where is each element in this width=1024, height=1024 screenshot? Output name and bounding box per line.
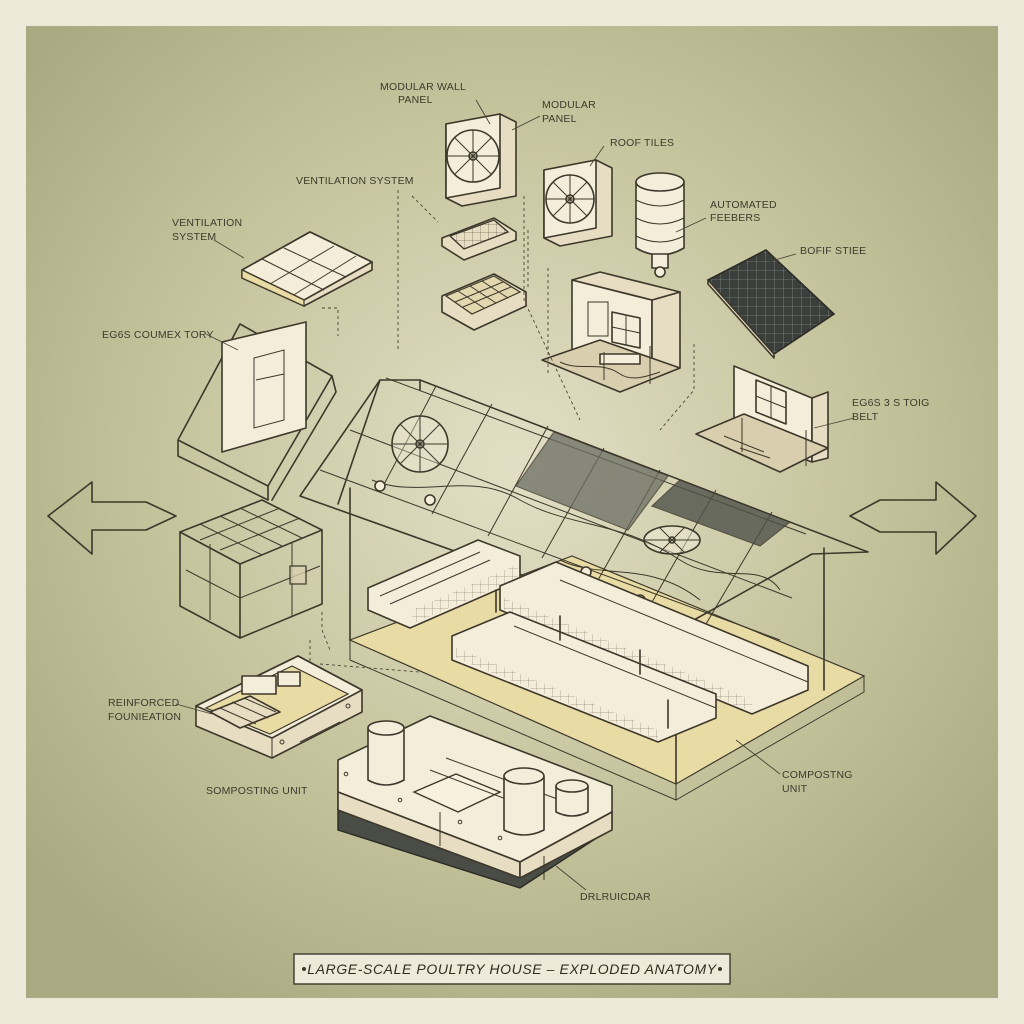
label-egg-belt-2: BELT [852,411,879,423]
label-modular-panel-1: MODULAR [542,99,596,111]
modular-panel-fan [543,159,613,247]
label-egg-collector: EG6S COUMEX TORY [102,329,214,341]
solar-panel-icon [706,249,836,359]
poultry-house-structure [299,377,869,801]
label-reinforced-foundation-1: REINFORCED [108,697,180,709]
composting-unit [337,715,613,889]
label-modular-panel-2: PANEL [542,113,577,125]
gable-end-panel [177,321,337,501]
left-arrow-icon [47,481,177,555]
title-box: LARGE-SCALE POULTRY HOUSE – EXPLODED ANA… [293,953,731,985]
label-reinforced-foundation-2: FOUNIEATION [108,711,181,723]
ventilation-system-tile [241,231,373,307]
label-ventilation-system-top: VENTILATION SYSTEM [296,175,414,187]
leader-lines [175,99,855,891]
modular-wall-panel-fan [445,113,517,207]
label-roof-tiles: ROOF TILES [610,137,674,149]
label-automated-feeders-1: AUTOMATED [710,199,777,211]
fan-icon [391,415,449,473]
automated-feeder [635,172,685,278]
open-tray [441,273,527,331]
label-composting-unit-left: SOMPOSTING UNIT [206,785,308,797]
label-egg-belt-1: EG6S 3 S TOIG [852,397,930,409]
page-title: LARGE-SCALE POULTRY HOUSE – EXPLODED ANA… [307,961,717,977]
label-drainage: DRLRUICDAR [580,891,651,903]
egg-collector-module [541,271,681,393]
reinforced-foundation [195,655,363,759]
label-composting-unit-right-2: UNIT [782,783,808,795]
label-solar: BOFIF STIEE [800,245,866,257]
egg-storing-belt-module [695,365,829,473]
label-automated-feeders-2: FEEBERS [710,212,760,224]
label-modular-wall-panel-1: MODULAR WALL [380,81,466,93]
right-arrow-icon [849,481,977,555]
label-modular-wall-panel-2: PANEL [398,94,433,106]
label-ventilation-system-left-1: VENTILATION [172,217,242,229]
label-ventilation-system-left-2: SYSTEM [172,231,216,243]
cage-frame [179,499,323,639]
label-composting-unit-right-1: COMPOSTNG [782,769,853,781]
window-icon [755,379,787,425]
fan-icon [643,525,701,555]
ventilation-grille [441,217,517,261]
cage-row [451,611,717,743]
